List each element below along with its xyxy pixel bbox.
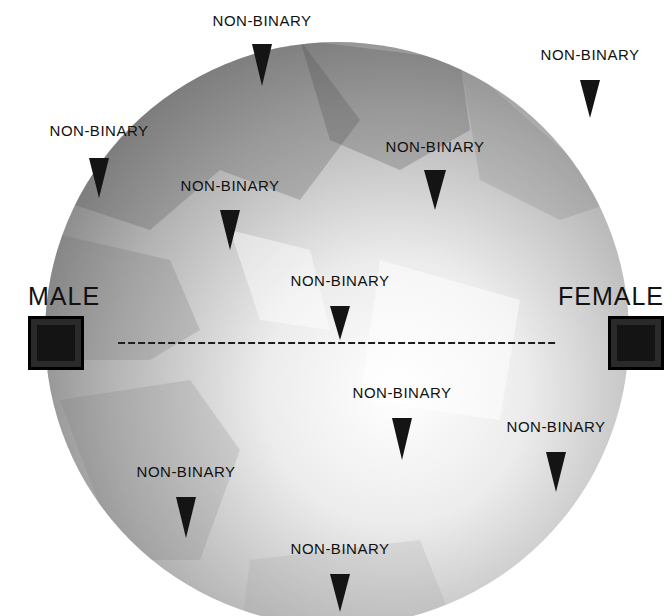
pointer-triangle (89, 158, 109, 198)
pole-box: FEMALE (558, 282, 664, 370)
pointer-triangle (252, 44, 272, 86)
pointer-triangles (89, 44, 600, 612)
pointer-triangle (330, 574, 350, 612)
pointer-triangle (580, 80, 600, 118)
pointer-triangle (424, 170, 446, 210)
watercolor-texture (40, 40, 620, 616)
spectrum-label: NON-BINARY (181, 177, 280, 195)
spectrum-label: NON-BINARY (213, 12, 312, 30)
spectrum-label: NON-BINARY (50, 122, 149, 140)
pointer-triangle (220, 210, 240, 250)
spectrum-label: NON-BINARY (386, 138, 485, 156)
spectrum-label: NON-BINARY (541, 46, 640, 64)
spectrum-label: NON-BINARY (291, 540, 390, 558)
spectrum-label: NON-BINARY (507, 418, 606, 436)
pole-label: FEMALE (558, 282, 664, 310)
spectrum-label: NON-BINARY (137, 463, 236, 481)
pointer-triangle (392, 418, 412, 460)
spectrum-label: NON-BINARY (353, 384, 452, 402)
pole-square (28, 316, 84, 370)
pointer-triangle (546, 452, 566, 492)
pole-label: MALE (28, 282, 100, 310)
pointer-triangle (330, 306, 350, 340)
pole-box: MALE (28, 282, 100, 370)
pointer-triangle (176, 497, 196, 538)
spectrum-label: NON-BINARY (291, 272, 390, 290)
axis-line (118, 342, 556, 344)
pole-square (608, 316, 664, 370)
